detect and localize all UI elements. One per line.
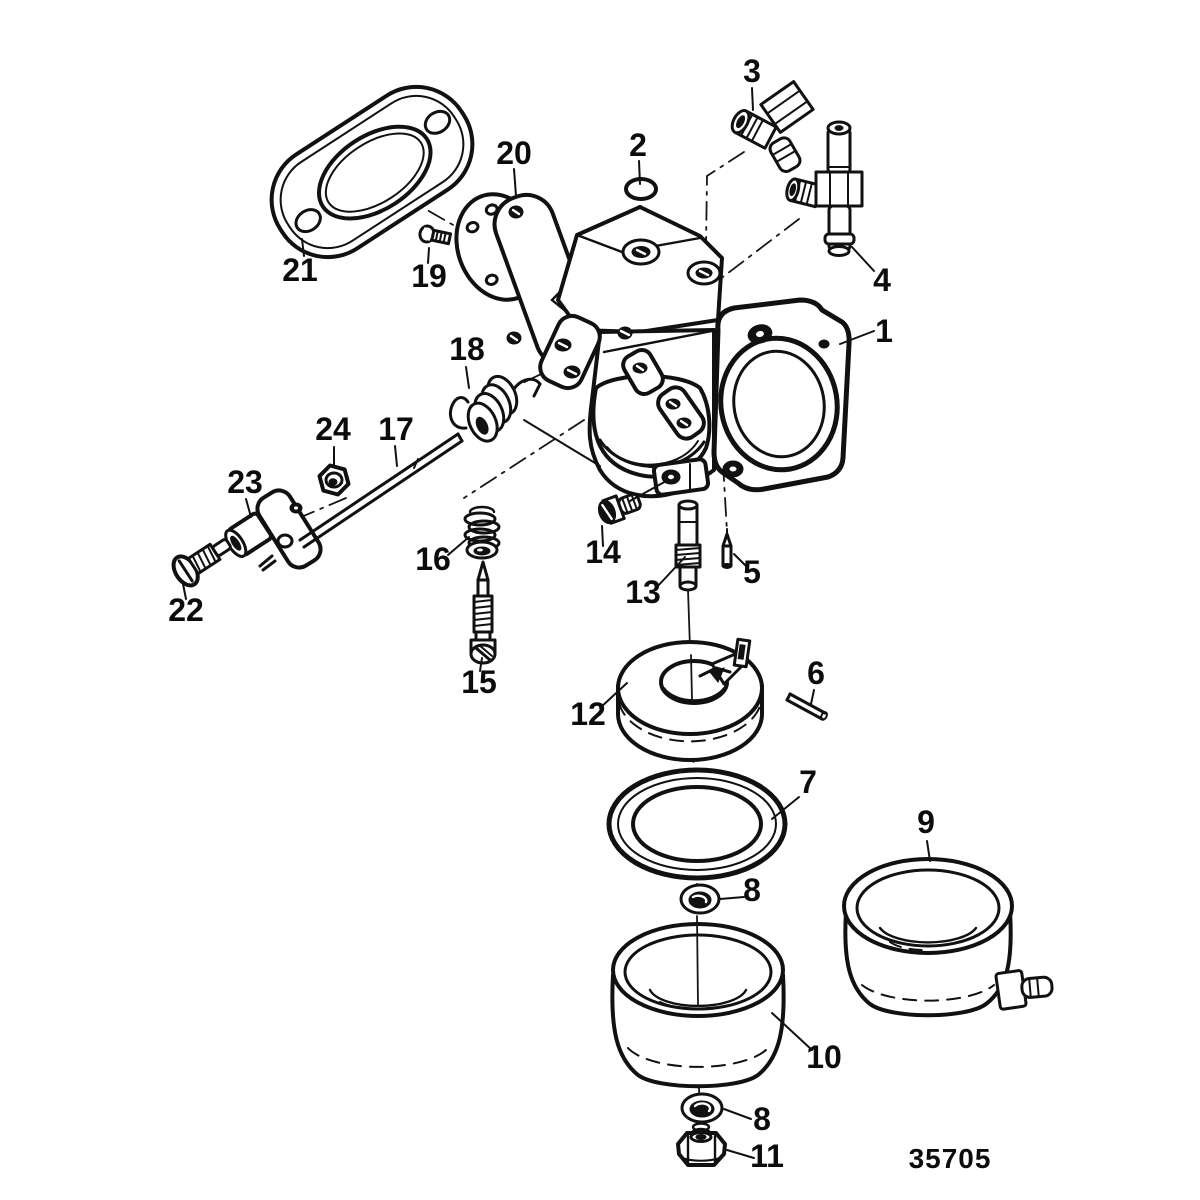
part-4-tee-fitting: [785, 120, 864, 257]
part-13-jet-tube: [674, 499, 702, 592]
callout-14: 14: [585, 534, 621, 570]
part-17-link-rod: [255, 432, 464, 572]
callout-6: 6: [807, 655, 825, 691]
callout-labels: 1 2 3 4 5 6 7 8 9 10 11 12 13 14 15 16 1…: [168, 53, 935, 1174]
callout-5: 5: [743, 554, 761, 590]
part-6-hinge-pin: [785, 692, 828, 721]
callout-12: 12: [570, 696, 606, 732]
callout-3: 3: [743, 53, 761, 89]
part-5-needle: [721, 528, 733, 569]
part-10-float-bowl: [610, 915, 786, 1089]
callout-17: 17: [378, 411, 414, 447]
figure-number: 35705: [909, 1143, 992, 1174]
callout-20: 20: [496, 135, 532, 171]
callout-10: 10: [806, 1039, 842, 1075]
part-24-nut: [317, 463, 351, 497]
callout-13: 13: [625, 574, 661, 610]
callout-4: 4: [873, 262, 891, 298]
callout-18: 18: [449, 331, 485, 367]
part-15-idle-screw: [469, 560, 497, 665]
part-19-screw: [418, 224, 453, 246]
part-1-carburetor-body: [492, 192, 852, 499]
callout-21: 21: [282, 252, 318, 288]
part-22-screw: [171, 538, 232, 588]
part-18-torsion-spring: [449, 374, 542, 443]
callout-16: 16: [415, 541, 451, 577]
callout-leaders: [182, 87, 931, 1159]
part-11-nut: [676, 1122, 727, 1167]
callout-8a: 8: [743, 872, 761, 908]
part-7-bowl-gasket: [606, 767, 788, 881]
part-2-plug-cap: [624, 177, 658, 201]
part-3-fuel-fitting: [730, 80, 815, 173]
callout-23: 23: [227, 464, 263, 500]
callout-22: 22: [168, 592, 204, 628]
part-12-float: [616, 637, 764, 762]
callout-11: 11: [750, 1138, 784, 1174]
part-21-flange-gasket: [269, 84, 475, 260]
callout-24: 24: [315, 411, 351, 447]
part-14-plug-screw: [597, 492, 642, 525]
callout-9: 9: [917, 804, 935, 840]
part-8-washer-upper: [679, 883, 721, 915]
part-9-fuel-bowl: [842, 857, 1054, 1018]
part-16-spring: [463, 505, 501, 560]
callout-7: 7: [799, 764, 817, 800]
callout-2: 2: [629, 127, 647, 163]
callout-15: 15: [461, 664, 497, 700]
callout-1: 1: [875, 313, 893, 349]
callout-19: 19: [411, 258, 447, 294]
callout-8b: 8: [753, 1101, 771, 1137]
part-8-washer-lower: [680, 1087, 724, 1124]
